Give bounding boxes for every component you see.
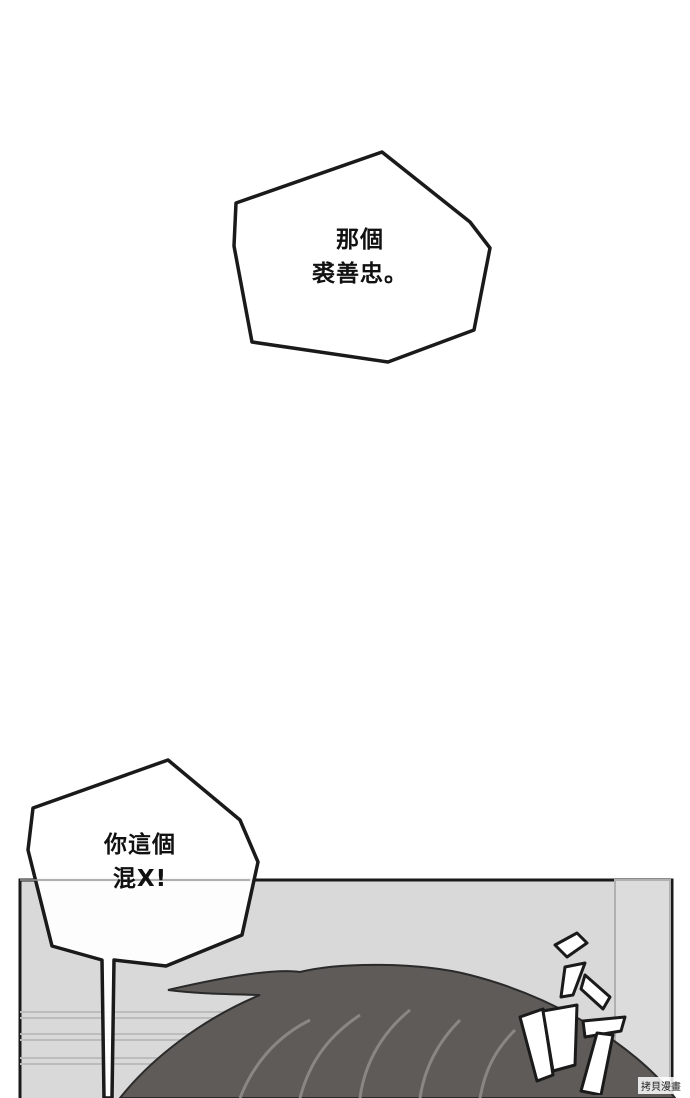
hair-highlights [238, 1008, 517, 1098]
speech-line: 裘善忠。 [312, 261, 408, 287]
speech-bubble-top [232, 150, 492, 364]
speech-line: 混X! [112, 866, 168, 892]
speech-line: 你這個 [104, 832, 176, 858]
speech-bubble-bottom [26, 758, 260, 1098]
speech-bubble-top-text: 那個 裘善忠。 [290, 223, 430, 291]
sound-effect-icon [518, 931, 627, 1095]
watermark: 拷貝漫畫 [638, 1077, 684, 1094]
speech-bubble-bottom-text: 你這個 混X! [80, 828, 200, 896]
speech-line: 那個 [336, 227, 384, 253]
